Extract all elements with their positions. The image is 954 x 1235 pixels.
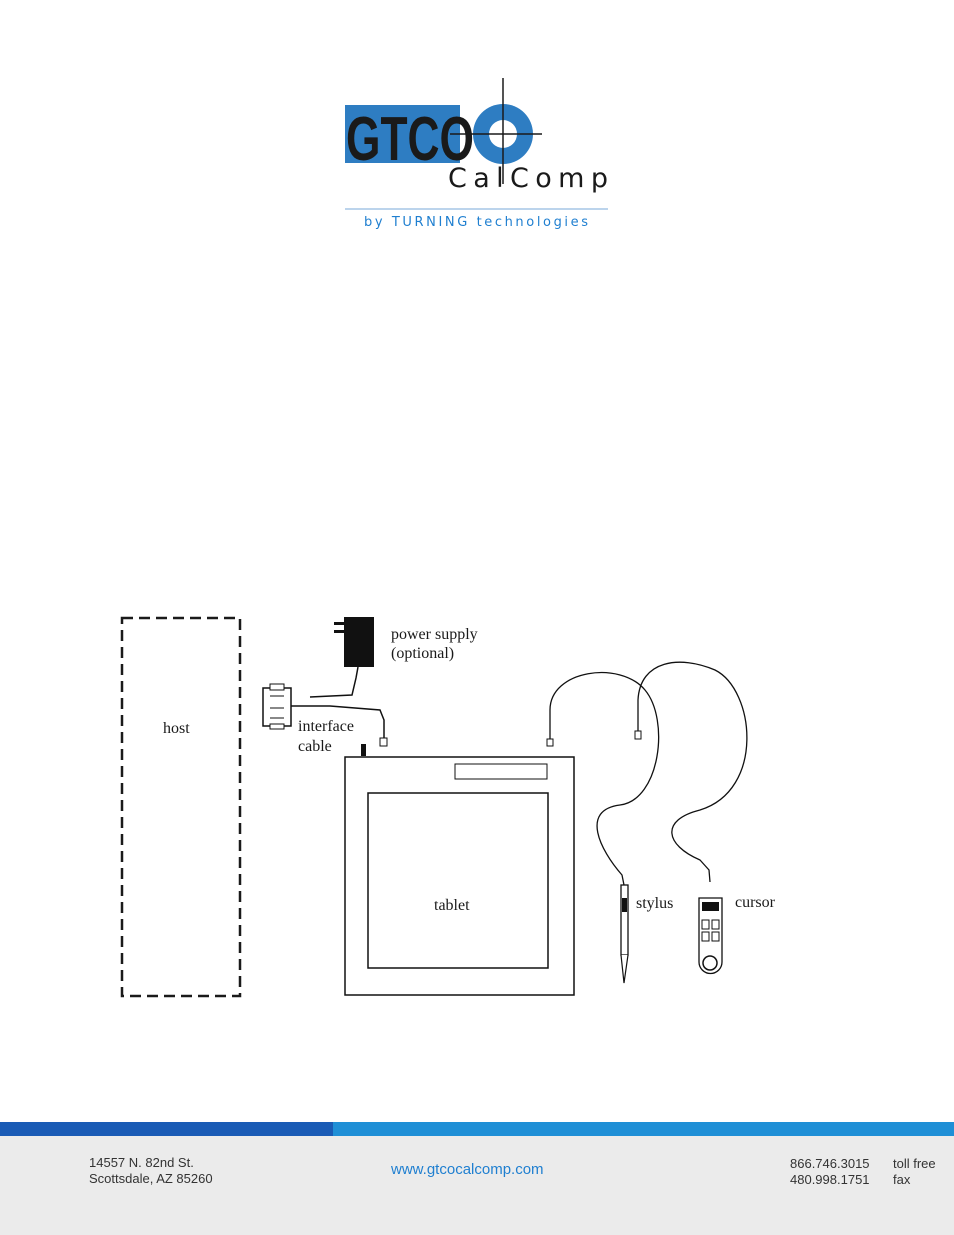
cursor <box>699 898 722 974</box>
power-supply-label-line2: (optional) <box>391 645 454 662</box>
website-link[interactable]: www.gtcocalcomp.com <box>391 1162 544 1178</box>
address-line2: Scottsdale, AZ 85260 <box>89 1171 213 1187</box>
cursor-label: cursor <box>735 894 776 911</box>
power-supply <box>310 617 374 697</box>
footer-phone-labels: toll free fax <box>893 1156 936 1188</box>
footer-accent-bar-dark <box>0 1122 333 1136</box>
stylus <box>621 885 628 983</box>
footer-address: 14557 N. 82nd St. Scottsdale, AZ 85260 <box>89 1155 213 1187</box>
tablet-connection-diagram: host power supply (optional) interface c… <box>100 600 820 1020</box>
host-label: host <box>163 720 190 737</box>
host-box <box>122 618 240 996</box>
tablet-label: tablet <box>434 897 470 914</box>
phone-fax-label: fax <box>893 1172 936 1188</box>
gtco-calcomp-logo: GTCO CalComp by TURNING technologies <box>340 78 615 238</box>
power-supply-label-line1: power supply <box>391 626 478 643</box>
interface-label-line2: cable <box>298 738 332 755</box>
footer-phone-numbers: 866.746.3015 480.998.1751 <box>790 1156 870 1188</box>
address-line1: 14557 N. 82nd St. <box>89 1155 213 1171</box>
phone-tollfree: 866.746.3015 <box>790 1156 870 1172</box>
tablet <box>345 757 574 995</box>
logo-tagline: by TURNING technologies <box>364 215 588 230</box>
phone-tollfree-label: toll free <box>893 1156 936 1172</box>
stylus-label: stylus <box>636 895 673 912</box>
phone-fax: 480.998.1751 <box>790 1172 870 1188</box>
cursor-cable <box>638 662 747 882</box>
footer-accent-bar-light <box>333 1122 954 1136</box>
interface-label-line1: interface <box>298 718 354 735</box>
